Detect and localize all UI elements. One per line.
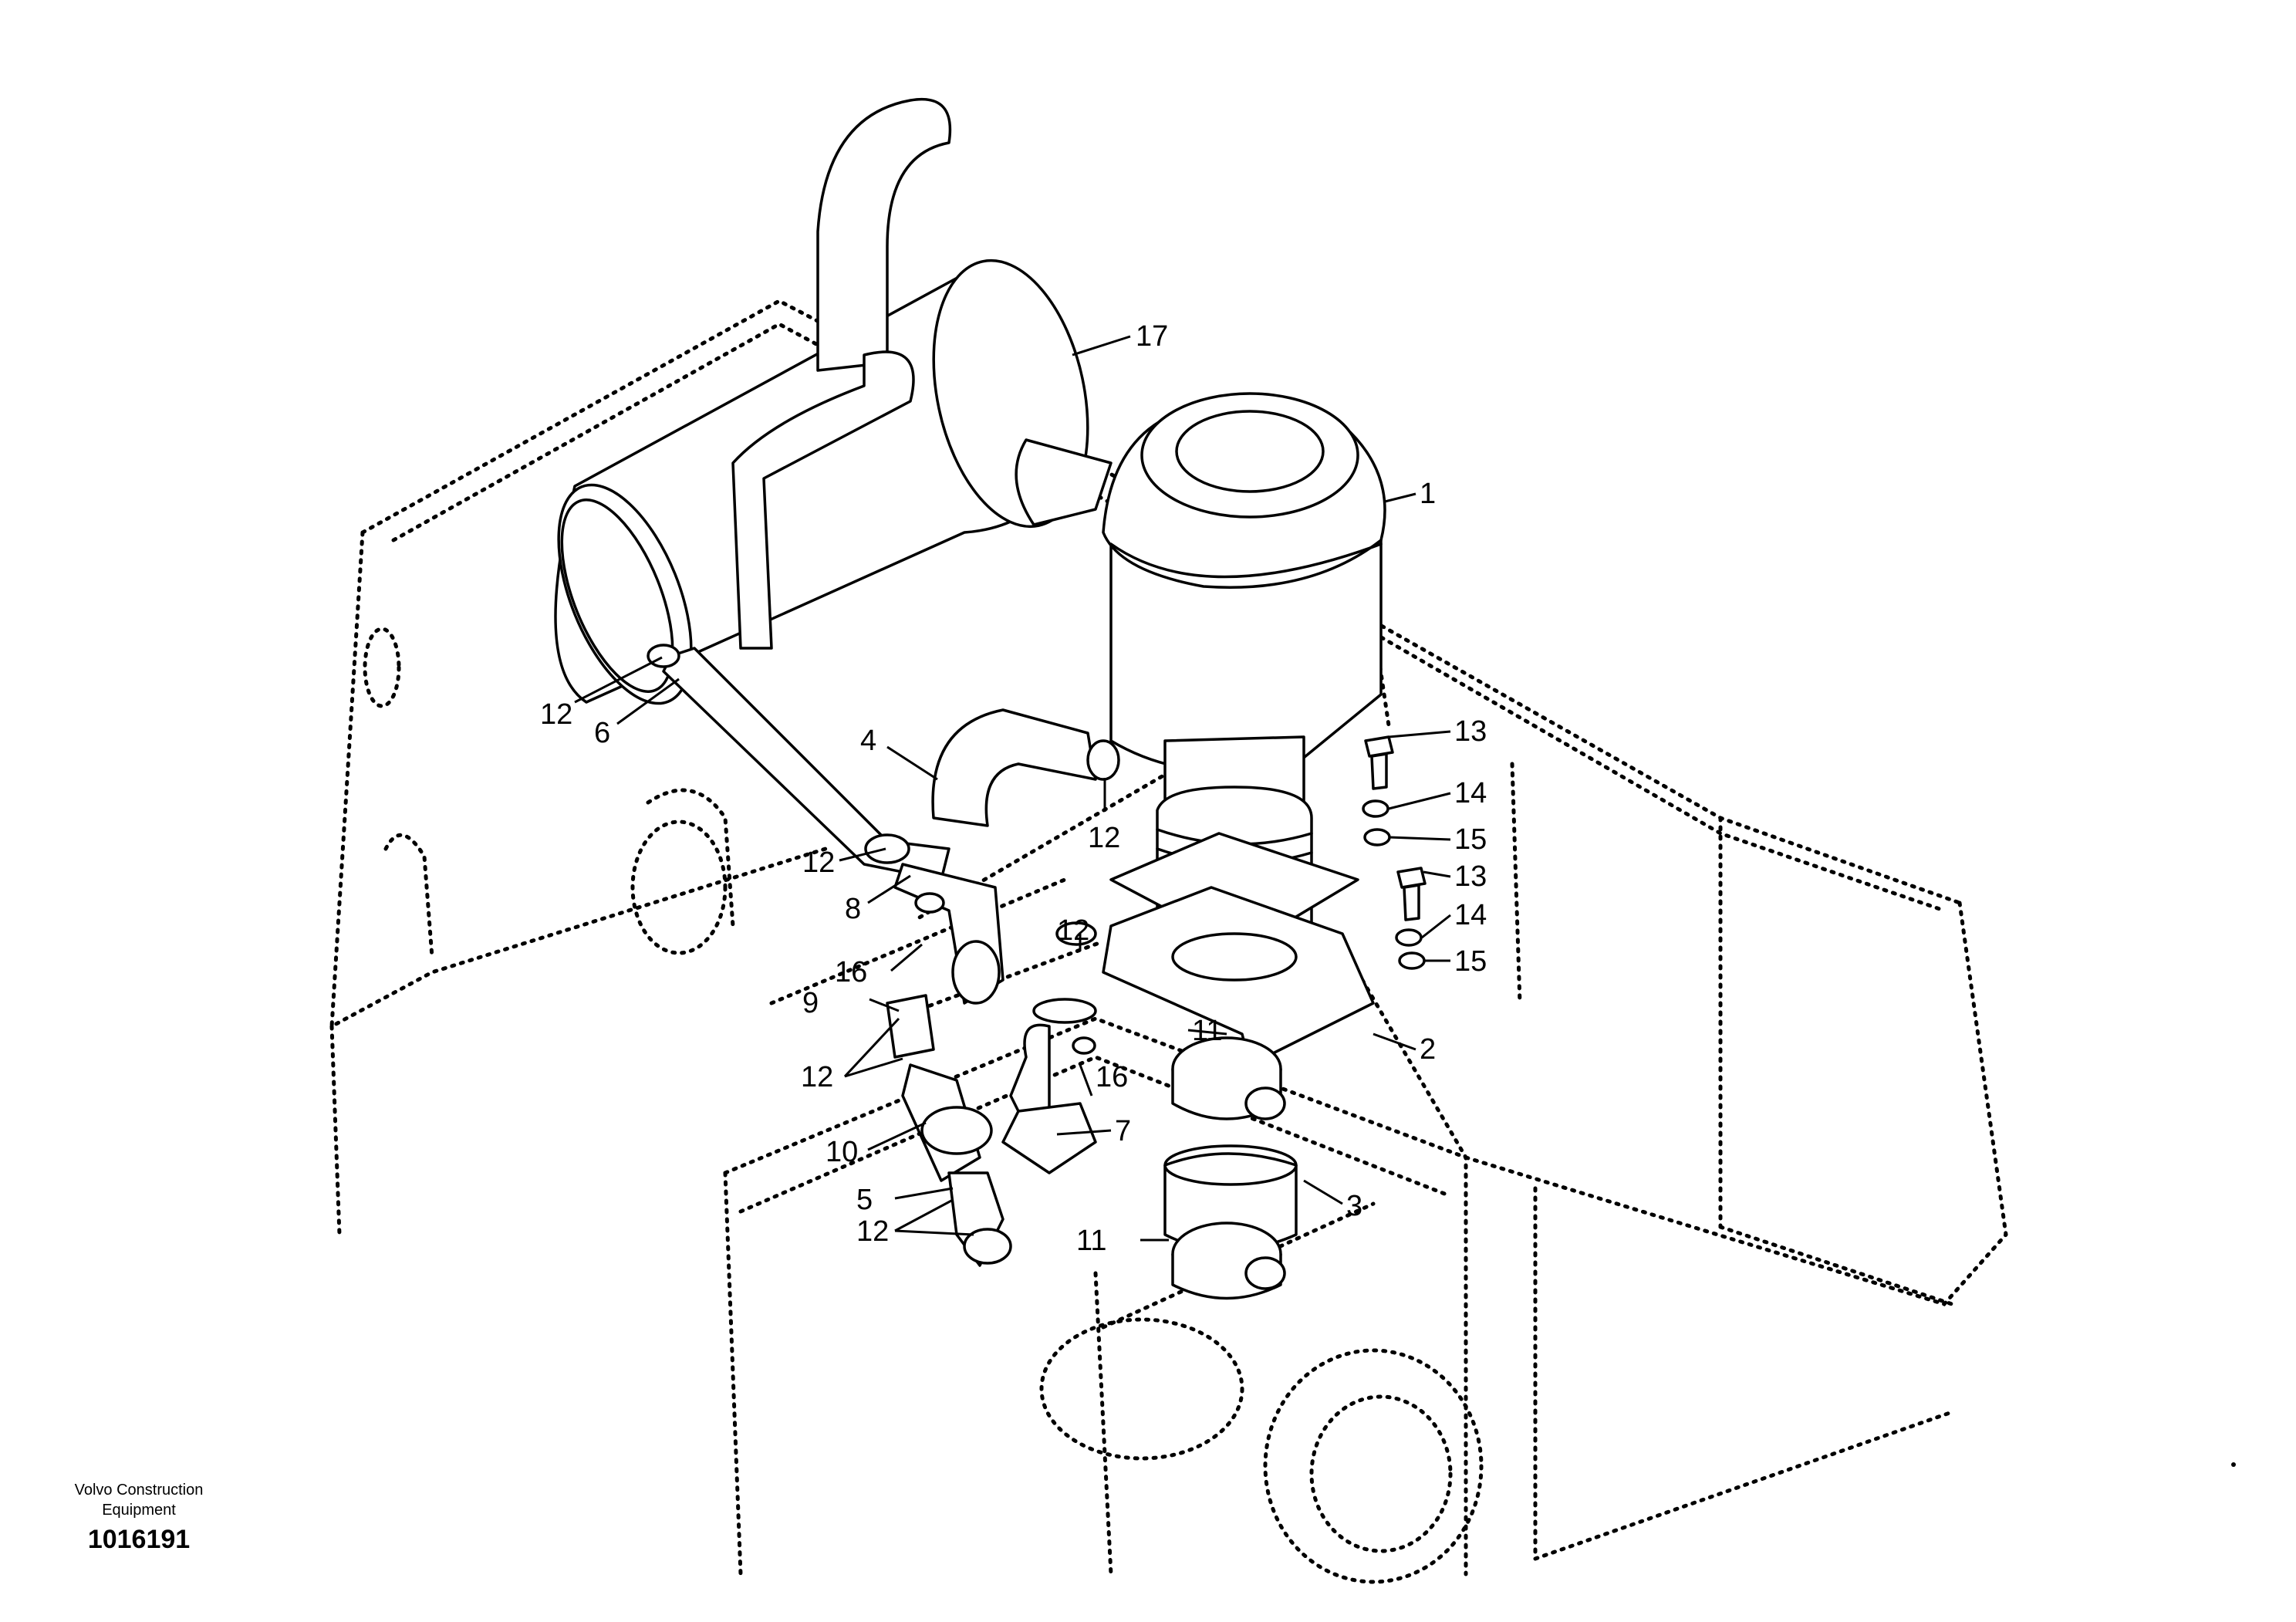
part-bracket bbox=[1102, 832, 1375, 1066]
bolt-icon bbox=[1364, 735, 1394, 790]
callout-3: 3 bbox=[1346, 1190, 1362, 1222]
callout-17: 17 bbox=[1136, 320, 1168, 353]
callout-5: 5 bbox=[856, 1184, 873, 1216]
brand-caption: Volvo Construction Equipment bbox=[31, 1480, 247, 1520]
callout-7: 7 bbox=[1115, 1115, 1131, 1147]
callout-15: 15 bbox=[1454, 823, 1487, 856]
brand-line-2: Equipment bbox=[102, 1502, 176, 1519]
brand-line-1: Volvo Construction bbox=[74, 1482, 204, 1499]
illustration-number: 1016191 bbox=[87, 1525, 191, 1554]
callout-12: 12 bbox=[802, 846, 835, 879]
callout-8: 8 bbox=[845, 893, 861, 925]
callout-14: 14 bbox=[1454, 899, 1487, 931]
callout-14: 14 bbox=[1454, 777, 1487, 809]
leader-lines bbox=[574, 335, 1451, 1242]
callout-10: 10 bbox=[826, 1136, 858, 1168]
callout-16: 16 bbox=[1096, 1061, 1128, 1093]
callout-12: 12 bbox=[540, 698, 572, 731]
part-pipe bbox=[662, 647, 1004, 1005]
callout-9: 9 bbox=[802, 987, 819, 1019]
callout-12: 12 bbox=[801, 1061, 833, 1093]
callout-15: 15 bbox=[1454, 945, 1487, 978]
stray-dot bbox=[2231, 1462, 2236, 1467]
callout-2: 2 bbox=[1420, 1033, 1436, 1066]
hose-clamp-icon bbox=[647, 644, 1286, 1290]
part-hose bbox=[931, 708, 1097, 827]
part-exhaust-pipe bbox=[731, 98, 1113, 650]
callout-11: 11 bbox=[1192, 1015, 1222, 1047]
callout-13: 13 bbox=[1454, 860, 1487, 893]
bolt-icon bbox=[1396, 867, 1427, 921]
callout-12: 12 bbox=[856, 1215, 889, 1248]
callout-11: 11 bbox=[1076, 1225, 1106, 1257]
callout-1: 1 bbox=[1420, 478, 1436, 510]
callout-12: 12 bbox=[1057, 914, 1089, 947]
callout-16: 16 bbox=[835, 956, 867, 988]
callout-12: 12 bbox=[1088, 822, 1120, 854]
callout-13: 13 bbox=[1454, 715, 1487, 748]
callout-4: 4 bbox=[860, 725, 876, 757]
callout-6: 6 bbox=[594, 717, 610, 749]
callout-labels: 17 1 12 6 4 12 13 14 15 13 14 15 12 8 16… bbox=[540, 320, 1487, 1257]
part-small-hoses bbox=[886, 994, 1097, 1267]
washer-icon bbox=[1362, 799, 1426, 970]
